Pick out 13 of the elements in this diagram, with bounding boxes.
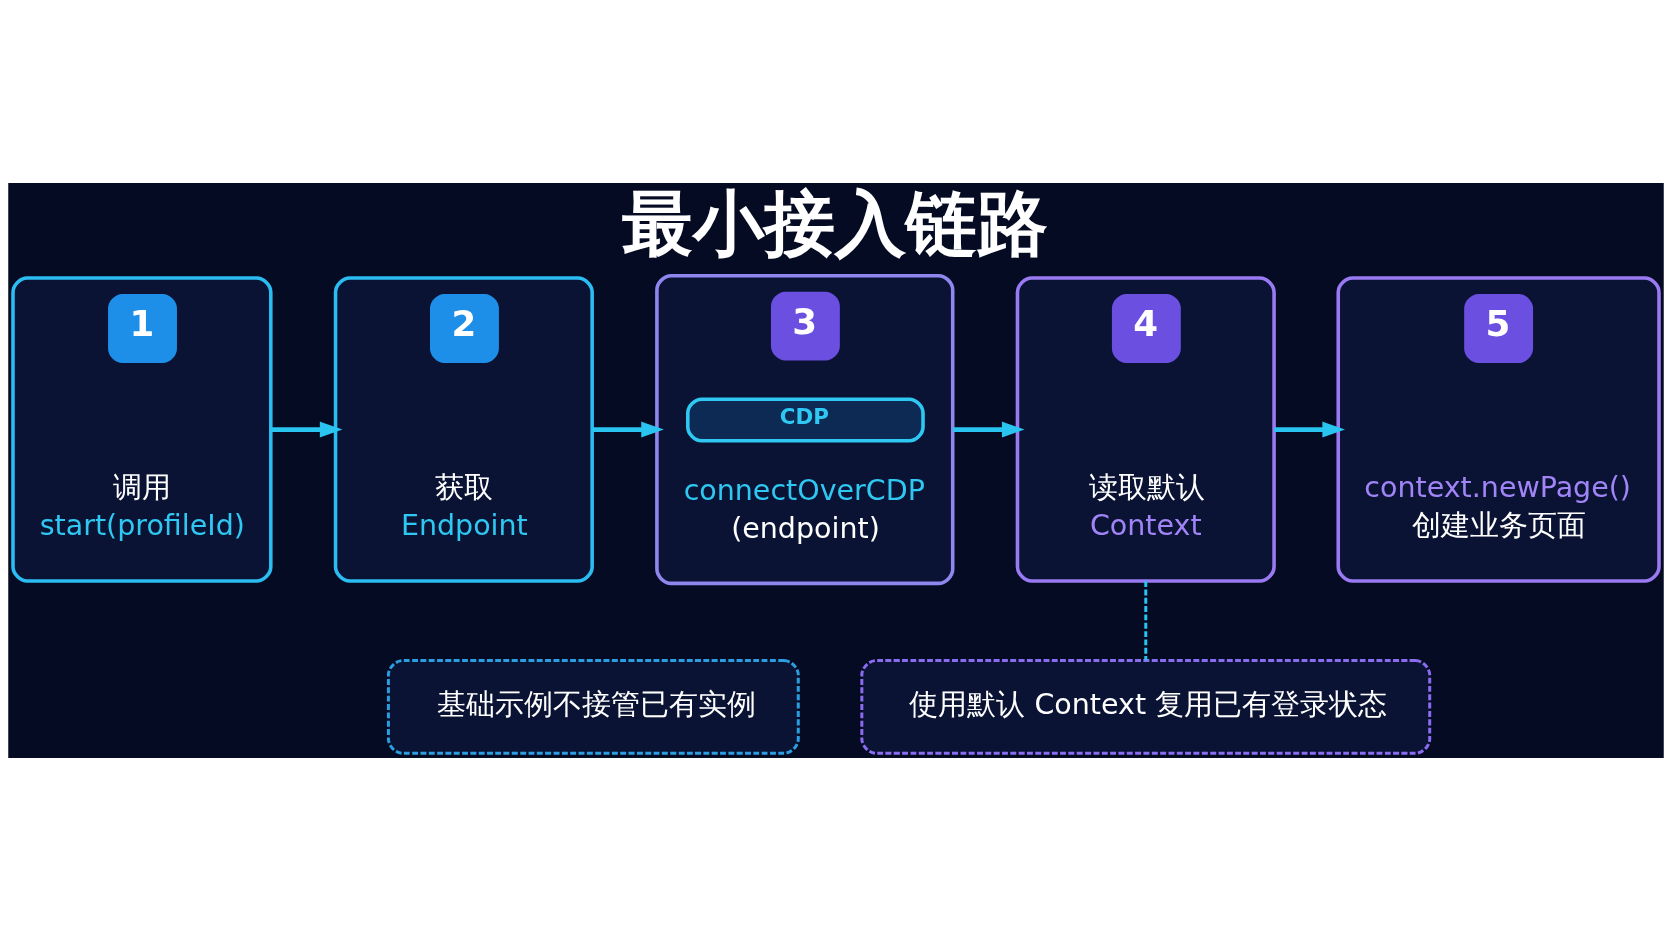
arrow — [592, 421, 664, 438]
node-box: 3 CDP connectOverCDP (endpoint) — [655, 273, 955, 586]
node-box: 5 context.newPage() 创建业务页面 — [1336, 276, 1661, 583]
diagram-title: 最小接入链路 — [621, 182, 1048, 266]
node-box: 1 调用 start(profileId) — [11, 276, 273, 583]
arrow — [270, 421, 343, 438]
node-box: 基础示例不接管已有实例 — [386, 659, 800, 755]
node-box: 2 获取 Endpoint — [333, 276, 594, 583]
connector — [1144, 581, 1148, 661]
arrow — [953, 421, 1025, 438]
node-box: 使用默认 Context 复用已有登录状态 — [860, 659, 1432, 755]
node-box: 4 读取默认 Context — [1015, 276, 1276, 583]
arrow — [1274, 421, 1345, 438]
